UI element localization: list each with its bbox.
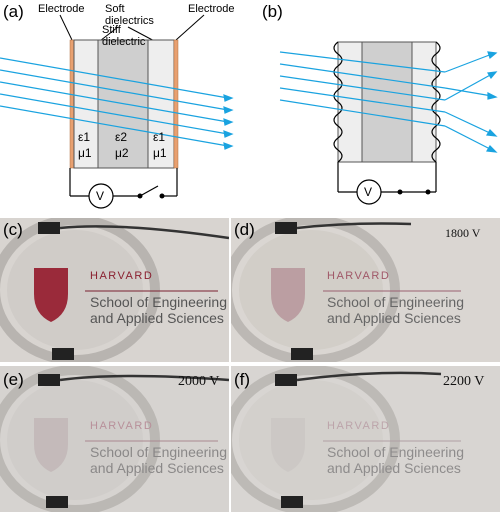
sea-line1-f: School of Engineering <box>327 444 464 460</box>
photo-f: HARVARD School of Engineering and Applie… <box>231 366 500 512</box>
electrode-right <box>173 39 179 169</box>
harvard-text-e: HARVARD <box>90 420 154 432</box>
panel-f-label: (f) <box>234 370 251 389</box>
photo-d: HARVARD School of Engineering and Applie… <box>231 218 500 362</box>
voltmeter-a-label: V <box>96 189 105 203</box>
layer2-mu: μ2 <box>115 146 129 160</box>
electrode-right-label: Electrode <box>188 3 235 15</box>
wrinkled-electrode-left <box>333 41 343 163</box>
panel-c-label: (c) <box>3 220 23 239</box>
sea-line2-f: and Applied Sciences <box>327 460 461 476</box>
switch-contact-left <box>137 193 143 199</box>
light-rays-b <box>279 51 498 153</box>
harvard-text-c: HARVARD <box>90 270 154 282</box>
sea-line2-c: and Applied Sciences <box>90 310 224 326</box>
layer1-eps: ε1 <box>78 130 91 144</box>
sea-line1-e: School of Engineering <box>90 444 227 460</box>
layer1-mu: μ1 <box>78 146 92 160</box>
photo-c-bg <box>0 218 229 362</box>
voltage-d: 1800 V <box>445 226 481 240</box>
harvard-text-f: HARVARD <box>327 420 391 432</box>
photo-e-bg <box>0 366 229 512</box>
voltage-e: 2000 V <box>178 374 220 389</box>
layer3-eps: ε1 <box>153 130 166 144</box>
light-rays-a <box>0 57 234 150</box>
photo-f-bg <box>231 366 500 512</box>
panel-a-label: (a) <box>3 2 24 21</box>
photo-d-bg <box>231 218 500 362</box>
harvard-shield-c <box>34 268 68 322</box>
panel-d-label: (d) <box>234 220 255 239</box>
voltmeter-b-label: V <box>364 185 373 199</box>
soft-dielectrics-label: Soft dielectrics <box>105 3 154 27</box>
circuit-a <box>69 168 178 209</box>
electrode-right-leader <box>175 14 205 41</box>
photo-c: HARVARD School of Engineering and Applie… <box>0 218 229 362</box>
electrode-left-leader <box>59 14 73 41</box>
voltage-f: 2200 V <box>443 374 485 389</box>
layer2-eps: ε2 <box>115 130 128 144</box>
sea-line1-d: School of Engineering <box>327 294 464 310</box>
sea-line1-c: School of Engineering <box>90 294 227 310</box>
panel-e-label: (e) <box>3 370 24 389</box>
panel-a-diagram <box>0 14 234 209</box>
switch-contact-right <box>159 193 165 199</box>
layer3-mu: μ1 <box>153 146 167 160</box>
harvard-shield-f <box>271 418 305 472</box>
photo-e: HARVARD School of Engineering and Applie… <box>0 366 229 512</box>
switch-contact-b-right <box>425 189 431 195</box>
stiff-dielectric-b <box>361 41 413 163</box>
electrode-left <box>69 39 75 169</box>
harvard-text-d: HARVARD <box>327 270 391 282</box>
panel-b-diagram <box>279 41 498 205</box>
stiff-dielectric-label: Stiff dielectric <box>102 24 146 48</box>
sea-line2-d: and Applied Sciences <box>327 310 461 326</box>
circuit-b <box>337 162 437 205</box>
panel-b-label: (b) <box>262 2 283 21</box>
soft-dielectric-right <box>147 39 175 169</box>
sea-line2-e: and Applied Sciences <box>90 460 224 476</box>
switch-contact-b-left <box>397 189 403 195</box>
electrode-left-label: Electrode <box>38 3 85 15</box>
harvard-shield-d <box>271 268 305 322</box>
harvard-shield-e <box>34 418 68 472</box>
wrinkled-electrode-right <box>431 41 441 163</box>
